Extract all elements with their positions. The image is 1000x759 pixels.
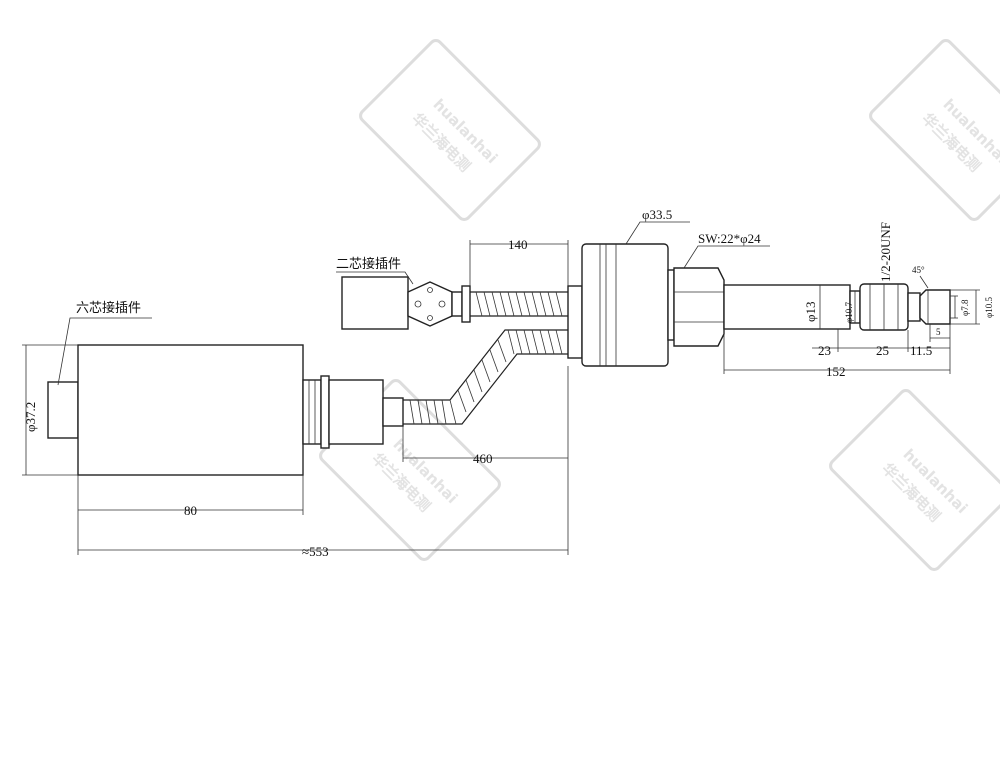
dia-13-label: φ13	[803, 301, 818, 322]
dim-460-label: 460	[473, 451, 493, 466]
cable-gland	[328, 379, 384, 445]
dim-25-label: 25	[876, 343, 889, 358]
watermark-top-right: hualanhai 华兰海电测	[869, 39, 1000, 221]
dim-5-label: 5	[936, 327, 941, 337]
dim-152-label: 152	[826, 364, 846, 379]
six-core-label-group: 六芯接插件	[57, 300, 152, 386]
hex-nut	[673, 267, 725, 347]
armoured-cable-lower	[403, 329, 568, 425]
watermark-top-center: hualanhai 华兰海电测	[359, 39, 541, 221]
dim-553-label: ≈553	[302, 544, 329, 559]
sensor-stem	[723, 284, 851, 330]
watermark-mid-right: hualanhai 华兰海电测	[829, 389, 1000, 571]
six-core-connector-plug	[47, 381, 79, 439]
dim-80-label: 80	[184, 503, 197, 518]
probe-tip	[919, 289, 951, 325]
six-core-connector-label: 六芯接插件	[76, 300, 141, 316]
dim-11-5-label: 11.5	[910, 343, 932, 358]
amplifier-housing	[47, 344, 404, 476]
dia-10-5-label: φ10.5	[984, 297, 994, 318]
head-body	[581, 243, 669, 367]
two-core-connector-label: 二芯接插件	[336, 256, 401, 272]
dimensions: φ37.2 80 ≈553 460 140 φ33.5 SW:22*φ24 φ1…	[22, 207, 994, 559]
dia-33-5-label: φ33.5	[642, 207, 672, 222]
cylinder-neck	[302, 379, 322, 445]
dia-37-2-label: φ37.2	[23, 402, 38, 432]
sensor-head	[567, 243, 951, 367]
dia-10-7-label: φ10.7	[844, 302, 854, 323]
main-cylinder	[77, 344, 304, 476]
dim-23-label: 23	[818, 343, 831, 358]
dim-140-label: 140	[508, 237, 528, 252]
sw-label: SW:22*φ24	[698, 231, 761, 246]
dia-7-8-label: φ7.8	[960, 299, 970, 316]
angle-45-label: 45°	[912, 265, 925, 275]
two-core-connector-body	[341, 276, 409, 330]
thread-label: 1/2-20UNF	[878, 222, 893, 282]
two-core-connector-assembly: 二芯接插件	[336, 256, 568, 330]
